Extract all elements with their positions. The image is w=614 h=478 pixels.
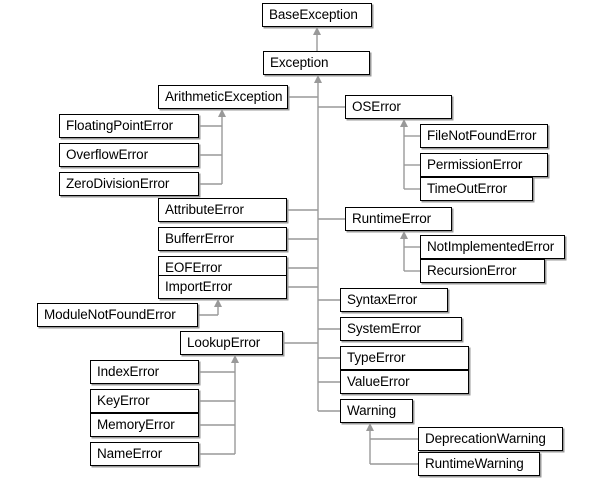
inheritance-arrowhead [231, 355, 239, 363]
inheritance-arrowhead [218, 109, 226, 117]
node-file_not_found_error: FileNotFoundError [420, 124, 548, 148]
node-bufferr_error: BufferrError [158, 227, 287, 251]
node-module_not_found: ModuleNotFoundError [37, 303, 198, 327]
node-value_error: ValueError [340, 370, 469, 394]
node-base_exception: BaseException [262, 3, 372, 27]
node-warning: Warning [340, 399, 413, 423]
node-type_error: TypeError [340, 346, 469, 370]
inheritance-arrowhead [314, 75, 322, 83]
node-recursion_error: RecursionError [420, 259, 545, 283]
inheritance-arrowhead [400, 119, 408, 127]
node-attribute_error: AttributeError [158, 198, 287, 222]
node-os_error: OSError [345, 95, 452, 119]
node-floating_point_error: FloatingPointError [59, 114, 199, 138]
node-syntax_error: SyntaxError [340, 288, 448, 312]
inheritance-arrowhead [214, 299, 222, 307]
node-lookup_error: LookupError [180, 331, 283, 355]
inheritance-arrowhead [400, 231, 408, 239]
node-deprecation_warning: DeprecationWarning [418, 427, 563, 451]
node-memory_error: MemoryError [90, 413, 199, 437]
node-name_error: NameError [90, 442, 199, 466]
node-zero_division_error: ZeroDivisionError [59, 172, 199, 196]
node-key_error: KeyError [90, 389, 199, 413]
node-time_out_error: TimeOutError [420, 177, 533, 201]
node-arithmetic_exception: ArithmeticException [158, 85, 288, 109]
node-overflow_error: OverflowError [59, 143, 199, 167]
node-not_implemented_error: NotImplementedError [420, 235, 565, 259]
node-runtime_warning: RuntimeWarning [418, 452, 540, 476]
node-runtime_error: RuntimeError [345, 207, 452, 231]
node-import_error: ImportError [158, 275, 287, 299]
inheritance-arrowhead [313, 27, 321, 35]
node-exception: Exception [263, 51, 370, 75]
node-index_error: IndexError [90, 360, 199, 384]
inheritance-arrowhead [366, 423, 374, 431]
node-system_error: SystemError [340, 317, 462, 341]
node-permission_error: PermissionError [420, 153, 548, 177]
